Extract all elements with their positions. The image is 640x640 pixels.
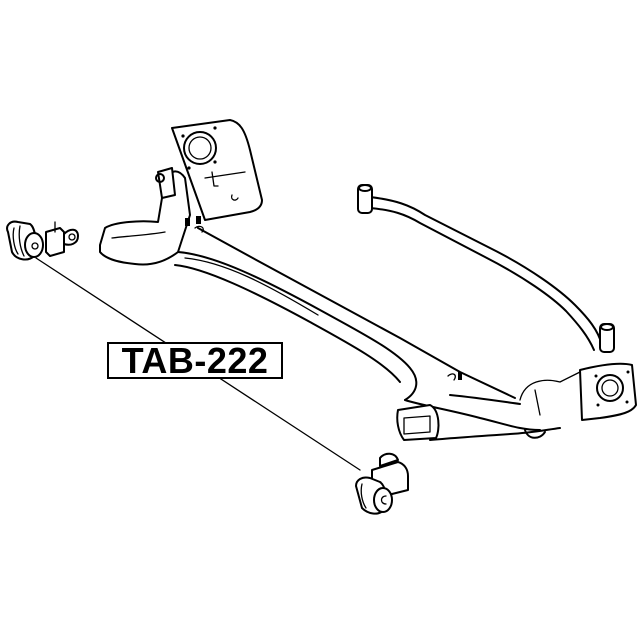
bolt-icon bbox=[185, 216, 204, 233]
right-axle-bushing bbox=[355, 452, 409, 515]
part-number-label: TAB-222 bbox=[107, 342, 283, 379]
stabilizer-bar bbox=[357, 184, 615, 353]
left-axle-bushing bbox=[6, 220, 79, 261]
axle-beam bbox=[99, 119, 637, 441]
